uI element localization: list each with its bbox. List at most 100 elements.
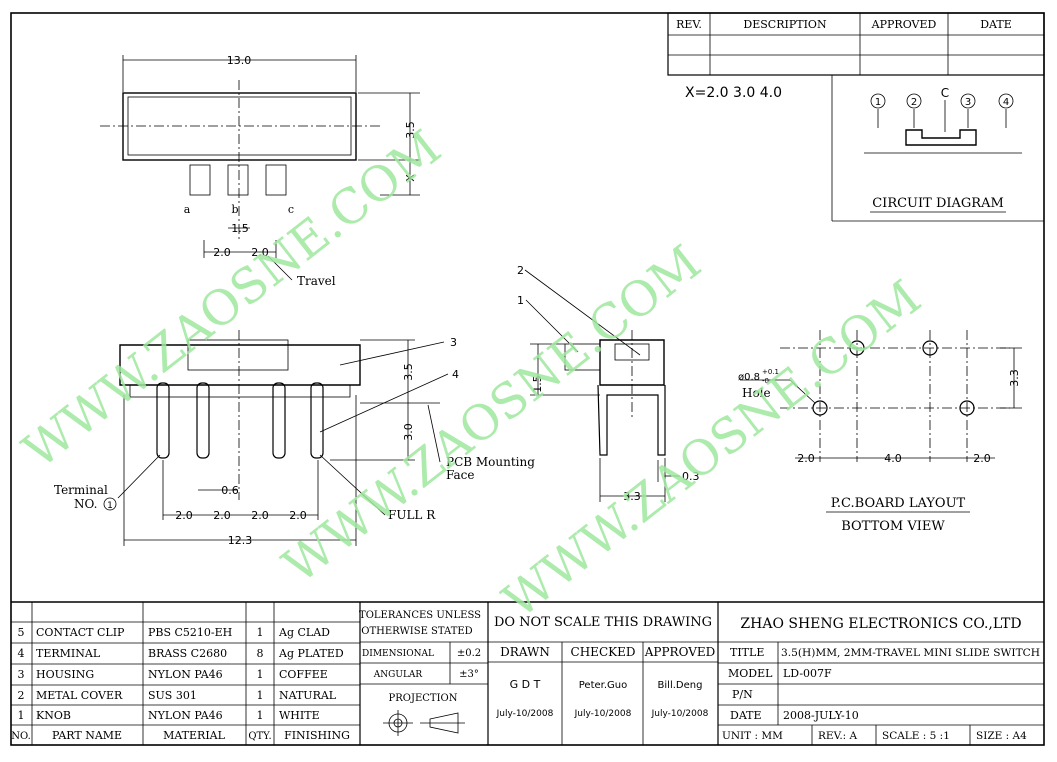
dimensional-value: ±0.2 [457, 648, 481, 659]
bom-qty: 1 [257, 626, 264, 639]
bom-finish: WHITE [279, 709, 320, 722]
top-width-dim: 13.0 [227, 54, 252, 67]
model-value: LD-007F [783, 667, 832, 680]
circuit-pin-4: 4 [1003, 97, 1009, 108]
thickness-dim: 0.3 [682, 470, 700, 483]
approved-date: July-10/2008 [651, 709, 709, 719]
bom-row-3: 3 HOUSING NYLON PA46 1 COFFEE [18, 668, 328, 681]
bom-part: METAL COVER [36, 689, 123, 702]
hole-tol-minus: -0 [762, 377, 769, 385]
side-width-dim: 3.3 [623, 490, 641, 503]
travel-left-dim: 2.0 [213, 246, 231, 259]
x-options: X=2.0 3.0 4.0 [685, 85, 782, 101]
rev-header: REV. [676, 18, 702, 31]
terminal-num: 1 [107, 501, 113, 511]
pcb-dim-right: 2.0 [973, 452, 991, 465]
bom-no: 1 [18, 709, 25, 722]
bom-material: SUS 301 [148, 689, 197, 702]
front-view: 3.5 3.0 3 4 PCB Mounting Face 0.6 2.0 2.… [54, 330, 535, 547]
bom-material: NYLON PA46 [148, 668, 223, 681]
bom-header-row: NO. PART NAME MATERIAL QTY. FINISHING [11, 729, 350, 742]
bom-table: 5 CONTACT CLIP PBS C5210-EH 1 Ag CLAD 4 … [11, 626, 350, 742]
date-value: 2008-JULY-10 [783, 709, 859, 722]
pcb-layout-title: P.C.BOARD LAYOUT [831, 496, 966, 511]
pcb-height-dim: 3.3 [1008, 369, 1021, 387]
tolerances-block: TOLERANCES UNLESS OTHERWISE STATED DIMEN… [359, 610, 481, 736]
pcb-layout: ø0.8 +0.1 -0 Hole 3.3 2.0 4.0 2.0 P.C.BO… [738, 330, 1022, 534]
circuit-title: CIRCUIT DIAGRAM [872, 196, 1004, 211]
pn-label: P/N [732, 688, 753, 701]
travel-label: Travel [297, 274, 336, 288]
pcb-dim-left: 2.0 [797, 452, 815, 465]
front-pin-len-dim: 3.0 [402, 423, 415, 441]
bom-part: HOUSING [36, 668, 94, 681]
bom-row-5: 5 CONTACT CLIP PBS C5210-EH 1 Ag CLAD [18, 626, 331, 639]
scale-value: SCALE : 5 :1 [882, 730, 950, 742]
pin-width-dim: 0.6 [221, 484, 239, 497]
checked-by: Peter.Guo [579, 680, 627, 691]
tolerance-title-1: TOLERANCES UNLESS [359, 610, 481, 621]
hole-tol-plus: +0.1 [762, 368, 779, 376]
terminal-no-label: NO. [74, 497, 97, 511]
bom-finish: NATURAL [279, 689, 337, 702]
top-x-dim: X [404, 174, 417, 182]
side-callout-2: 2 [517, 264, 524, 277]
sheet-border [10, 12, 1045, 746]
size-value: SIZE : A4 [976, 730, 1027, 742]
tolerance-title-2: OTHERWISE STATED [361, 626, 472, 637]
terminal-label: Terminal [54, 483, 108, 497]
checked-date: July-10/2008 [574, 709, 632, 719]
bom-header-no: NO. [11, 731, 31, 742]
revision-block: REV. DESCRIPTION APPROVED DATE [667, 12, 1045, 76]
bom-part: TERMINAL [36, 647, 101, 660]
side-view: 2 1 1.5 3.3 0.3 [517, 264, 700, 503]
approval-block: DO NOT SCALE THIS DRAWING DRAWN CHECKED … [494, 615, 715, 719]
dimensional-label: DIMENSIONAL [362, 649, 434, 659]
watermark-text: WWW.ZAOSNE.COM [273, 235, 711, 595]
title-label: TITLE [730, 646, 764, 659]
watermark-text: WWW.ZAOSNE.COM [13, 120, 451, 480]
bom-header-finish: FINISHING [284, 729, 350, 742]
company-name: ZHAO SHENG ELECTRONICS CO.,LTD [740, 616, 1021, 632]
pin-b: b [231, 203, 238, 216]
knob-height-dim: 1.5 [531, 375, 544, 393]
top-height-dim: 3.5 [404, 121, 417, 139]
angular-label: ANGULAR [373, 670, 423, 680]
approved-by: Bill.Deng [658, 680, 703, 691]
circuit-pin-3: 3 [965, 97, 971, 108]
top-view: 13.0 3.5 X a b c 1.5 2.0 2.0 Travel [100, 54, 420, 288]
pin-c: c [288, 203, 294, 216]
description-header: DESCRIPTION [743, 18, 827, 31]
approved-header: APPROVED [871, 18, 937, 31]
drawn-date: July-10/2008 [496, 709, 554, 719]
bom-no: 5 [18, 626, 25, 639]
hole-label: Hole [742, 386, 771, 400]
model-label: MODEL [728, 667, 773, 680]
side-callout-1: 1 [517, 294, 524, 307]
pcb-layout-subtitle: BOTTOM VIEW [841, 519, 945, 534]
pitch-2: 2.0 [213, 509, 231, 522]
bom-header-qty: QTY. [248, 731, 271, 742]
front-callout-4: 4 [452, 368, 459, 381]
bom-row-4: 4 TERMINAL BRASS C2680 8 Ag PLATED [18, 647, 344, 660]
bom-header-part: PART NAME [52, 729, 122, 742]
bom-qty: 1 [257, 709, 264, 722]
bom-qty: 1 [257, 668, 264, 681]
drawing-title: 3.5(H)MM, 2MM-TRAVEL MINI SLIDE SWITCH [781, 647, 1040, 659]
drawn-label: DRAWN [500, 645, 550, 659]
hole-diameter: ø0.8 [738, 372, 760, 383]
bom-qty: 1 [257, 689, 264, 702]
pitch-1: 2.0 [175, 509, 193, 522]
pcb-face-label: Face [446, 468, 475, 482]
pitch-3: 2.0 [251, 509, 269, 522]
watermark-text: WWW.ZAOSNE.COM [493, 270, 931, 630]
unit-value: UNIT : MM [722, 730, 783, 742]
bom-row-1: 1 KNOB NYLON PA46 1 WHITE [18, 709, 320, 722]
do-not-scale-note: DO NOT SCALE THIS DRAWING [494, 615, 712, 630]
total-width-dim: 12.3 [228, 534, 253, 547]
bom-material: BRASS C2680 [148, 647, 227, 660]
bom-material: PBS C5210-EH [148, 626, 232, 639]
title-block-frame [11, 601, 1044, 745]
travel-right-dim: 2.0 [251, 246, 269, 259]
